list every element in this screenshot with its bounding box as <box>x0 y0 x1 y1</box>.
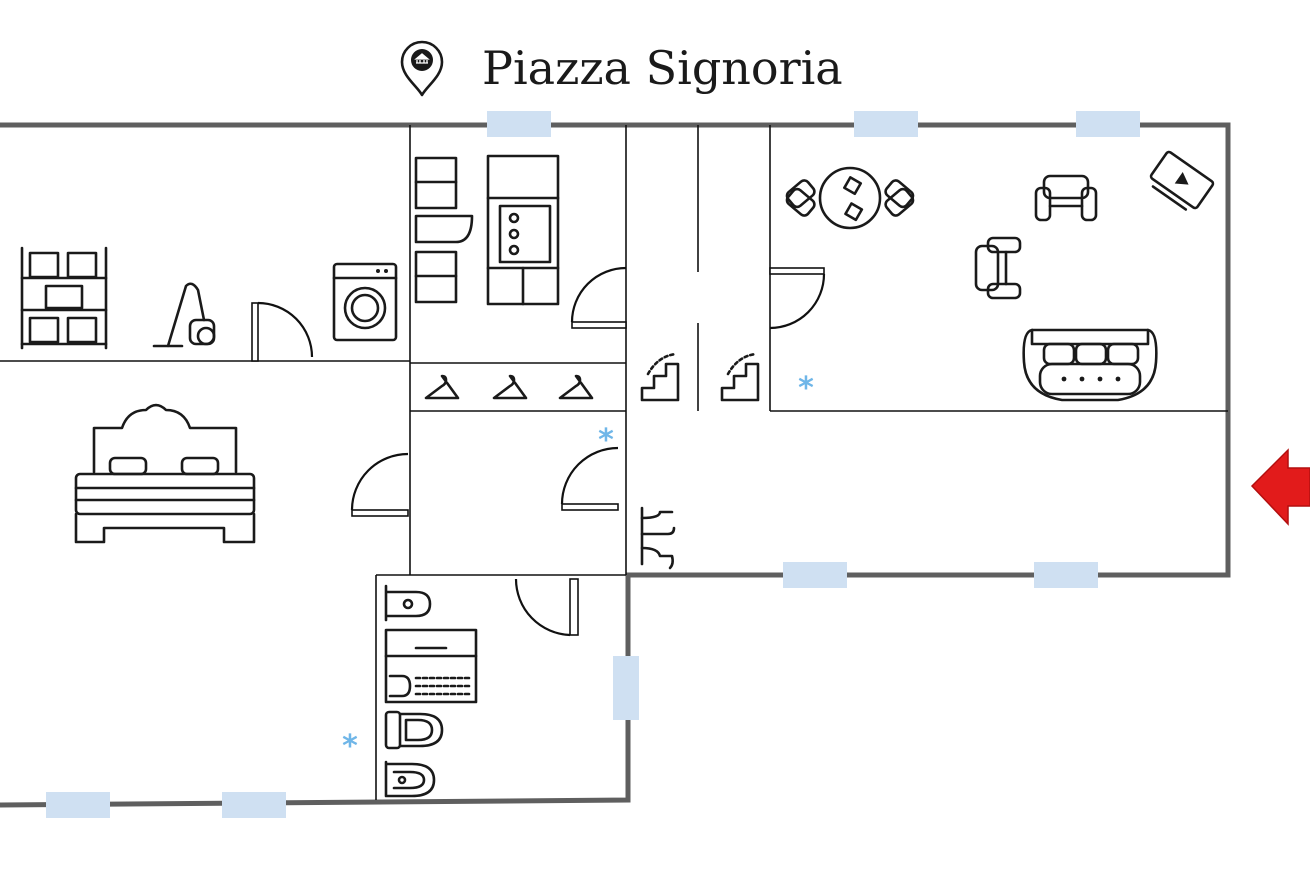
windows <box>46 111 1140 818</box>
sofa-icon <box>1022 328 1158 402</box>
stairs-icon <box>720 352 760 402</box>
door <box>769 267 826 330</box>
door <box>560 446 619 511</box>
window <box>1034 562 1098 588</box>
location-pin-icon <box>400 40 444 97</box>
kitchen-counter-icon <box>414 154 560 306</box>
armchair-icon <box>1034 174 1098 222</box>
door <box>251 301 314 362</box>
dining-table-icon <box>785 166 915 230</box>
stairs-icon <box>640 352 680 402</box>
sink-icon <box>384 584 432 622</box>
armchair-icon <box>974 236 1022 300</box>
bidet-icon <box>384 760 436 798</box>
door <box>350 452 409 517</box>
door <box>514 578 579 637</box>
toilet-icon <box>384 710 444 750</box>
exterior-walls <box>0 122 1231 808</box>
window <box>783 562 847 588</box>
vacuum-cleaner-icon <box>152 282 216 348</box>
entrance-arrow-icon <box>1250 448 1310 526</box>
window <box>46 792 110 818</box>
console-table-icon <box>640 506 676 570</box>
window <box>613 656 639 720</box>
shelving-icon <box>20 246 108 350</box>
window <box>487 111 551 137</box>
window <box>222 792 286 818</box>
ac-marker: * <box>342 729 358 764</box>
tv-icon <box>1149 150 1215 211</box>
window <box>854 111 918 137</box>
window <box>1076 111 1140 137</box>
hanger-icon <box>492 374 528 400</box>
double-bed-icon <box>74 403 256 544</box>
hanger-icon <box>558 374 594 400</box>
ac-marker: * <box>798 371 814 406</box>
shower-icon <box>384 628 478 704</box>
page-title: Piazza Signoria <box>482 41 843 95</box>
hanger-icon <box>424 374 460 400</box>
ac-marker: * <box>598 423 614 458</box>
washing-machine-icon <box>332 262 398 342</box>
door <box>570 266 627 329</box>
